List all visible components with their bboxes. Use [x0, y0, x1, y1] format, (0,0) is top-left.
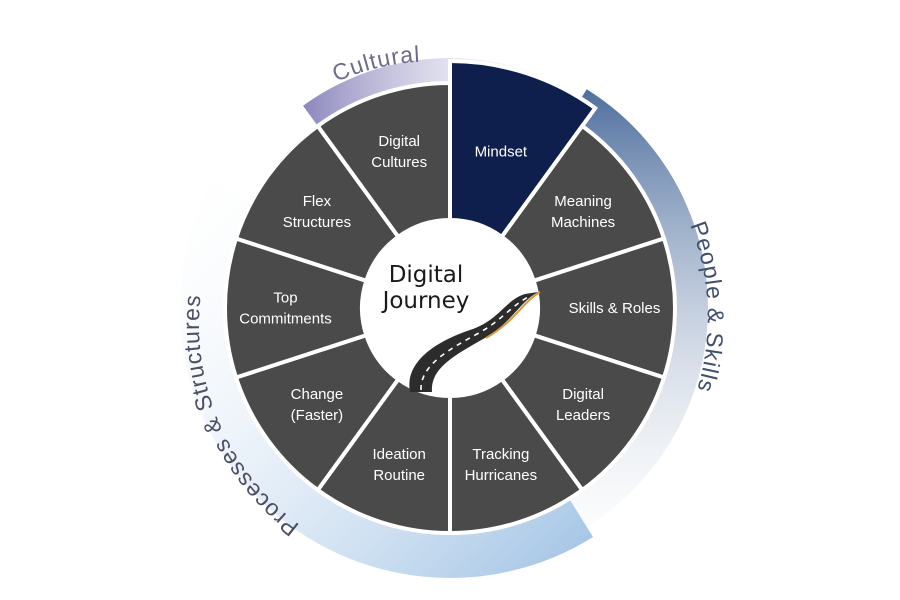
segment-label-line: Digital: [562, 386, 604, 403]
band-processes-structures: [180, 181, 594, 578]
segment-mindset: [448, 58, 598, 240]
segment-label: Skills & Roles: [569, 300, 661, 317]
segment-digital-cultures: [314, 80, 452, 240]
segment-label-line: Digital: [378, 133, 420, 150]
segment-label-line: Top: [273, 290, 297, 307]
segment-label-line: Structures: [283, 214, 351, 231]
segment-label: Change (Faster): [291, 386, 344, 424]
segment-label-line: Meaning: [554, 193, 612, 210]
segment-label-line: Flex: [303, 193, 332, 210]
segment-label-line: Routine: [373, 467, 425, 484]
segment-label-line: Ideation: [372, 446, 425, 463]
segment-label-line: Commitments: [239, 311, 332, 328]
segment-label-line: Change: [291, 386, 344, 403]
segment-label-line: Machines: [551, 214, 615, 231]
segment-label-line: Skills & Roles: [569, 300, 661, 317]
road-icon: [409, 291, 541, 392]
segment-label-line: Hurricanes: [465, 467, 538, 484]
segment-label-line: Tracking: [472, 446, 529, 463]
center-title-line2: Journey: [381, 288, 470, 314]
segment-label: Mindset: [475, 144, 528, 161]
segment-label-line: Cultures: [371, 154, 427, 171]
segment-label-line: Leaders: [556, 407, 610, 424]
segment-label-line: (Faster): [291, 407, 344, 424]
segment-label-line: Mindset: [475, 144, 528, 161]
center-title-line1: Digital: [389, 262, 464, 288]
center-hub: [365, 223, 535, 393]
